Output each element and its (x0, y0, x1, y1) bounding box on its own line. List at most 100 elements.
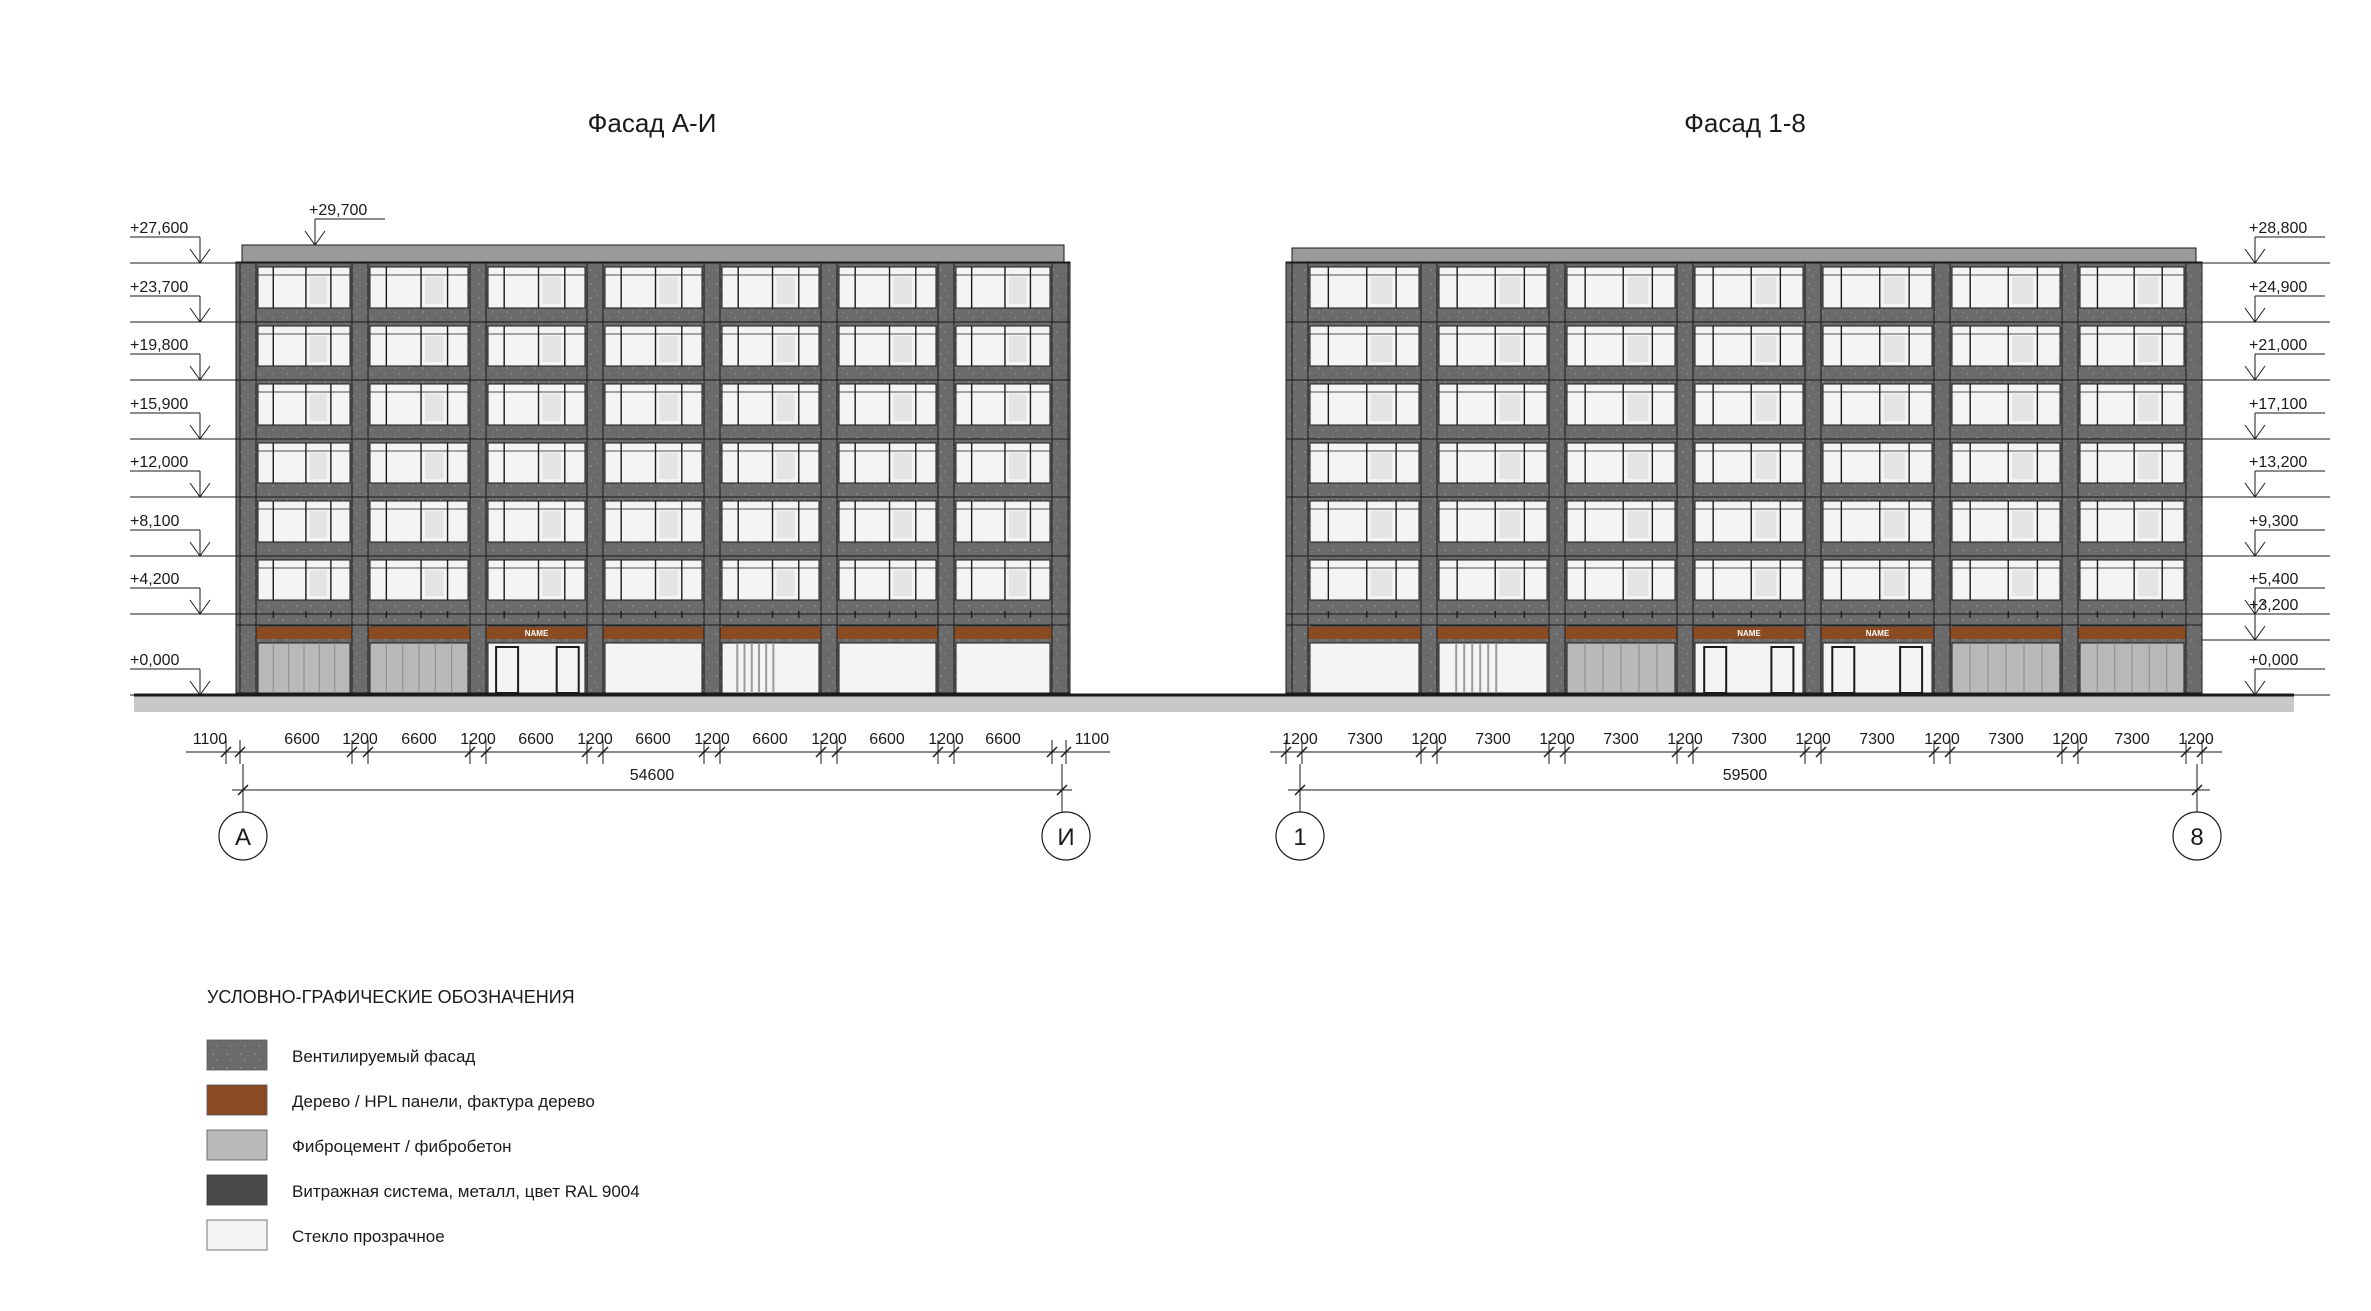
right-pillar (1804, 261, 1822, 694)
right-glass-reflection (2012, 394, 2034, 421)
right-window (1822, 500, 1933, 543)
left-dim-label: 6600 (635, 731, 671, 748)
left-window (838, 325, 937, 367)
overall-dim-left: 54600 (630, 767, 675, 784)
left-dim-label: 6600 (401, 731, 437, 748)
legend-label-ventilated: Вентилируемый фасад (292, 1047, 475, 1066)
level-right-0-label: +28,800 (2249, 220, 2307, 237)
left-glass-reflection (309, 277, 327, 304)
left-window (487, 383, 586, 426)
right-window (1438, 442, 1548, 484)
right-window (1566, 383, 1676, 426)
left-window (838, 383, 937, 426)
right-window (1822, 266, 1933, 309)
left-door (495, 646, 520, 694)
left-glass-reflection (893, 453, 912, 479)
left-glass-reflection (776, 570, 795, 596)
right-window (1694, 383, 1804, 426)
right-dim-label: 7300 (2114, 731, 2150, 748)
level-left-2-label: +23,700 (130, 279, 188, 296)
right-tick-slash (1543, 746, 1555, 758)
left-glass-reflection (542, 453, 561, 479)
left-window (487, 559, 586, 601)
right-glass-reflection (1370, 511, 1393, 538)
left-glass-reflection (659, 511, 678, 538)
right-window (1694, 266, 1804, 309)
level-left-4-label: +15,900 (130, 396, 188, 413)
facade-right-title: Фасад 1-8 (1684, 108, 1806, 138)
left-tick-slash (597, 746, 609, 758)
left-glass-reflection (1008, 511, 1027, 538)
left-window (955, 383, 1051, 426)
right-window (1309, 442, 1420, 484)
left-window (369, 500, 469, 543)
right-pillar (1548, 261, 1566, 694)
left-glass-reflection (542, 394, 561, 421)
right-dim-label: 1200 (1667, 731, 1703, 748)
left-glass-reflection (893, 394, 912, 421)
left-tick-slash (464, 746, 476, 758)
left-window (955, 325, 1051, 367)
left-window (721, 325, 820, 367)
right-window (1309, 500, 1420, 543)
level-markers-right: +28,800+24,900+21,000+17,100+13,200+9,30… (2202, 220, 2330, 696)
level-right-8-label: +0,000 (2249, 652, 2298, 669)
right-shop-glazing (1822, 642, 1933, 694)
left-window (721, 383, 820, 426)
legend-item-ventilated: Вентилируемый фасад (206, 1039, 475, 1071)
right-window (1951, 500, 2061, 543)
right-dim-label: 1200 (1282, 731, 1318, 748)
left-window (838, 442, 937, 484)
left-window (838, 266, 937, 309)
right-wood-canopy (1437, 627, 1549, 639)
left-glass-reflection (1008, 277, 1027, 304)
right-window (1694, 325, 1804, 367)
right-wood-canopy (2078, 627, 2186, 639)
left-dim-label: 1200 (577, 731, 613, 748)
right-dim-label: 7300 (1347, 731, 1383, 748)
left-window (257, 266, 351, 309)
left-window (257, 500, 351, 543)
legend-swatch-ventilated (206, 1039, 268, 1071)
left-pillar (351, 261, 369, 694)
right-dim-label: 7300 (1475, 731, 1511, 748)
left-overall-slash (1056, 784, 1068, 796)
left-window (604, 442, 703, 484)
right-glass-reflection (1370, 336, 1393, 362)
right-glass-reflection (1499, 511, 1521, 538)
level-right-4-label: +13,200 (2249, 454, 2307, 471)
legend-item-wood: Дерево / HPL панели, фактура дерево (206, 1084, 595, 1116)
right-dim-label: 1200 (2052, 731, 2088, 748)
left-glass-reflection (776, 511, 795, 538)
right-window (1438, 559, 1548, 601)
overall-dim-right: 59500 (1723, 767, 1768, 784)
level-right-2-label: +21,000 (2249, 337, 2307, 354)
left-window (955, 500, 1051, 543)
left-pillar (469, 261, 487, 694)
legend-label-wood: Дерево / HPL панели, фактура дерево (292, 1092, 595, 1111)
left-window (721, 442, 820, 484)
right-glass-reflection (1627, 277, 1649, 304)
left-tick-slash (220, 746, 232, 758)
right-glass-reflection (1755, 277, 1777, 304)
level-left-6-label: +8,100 (130, 513, 179, 530)
left-tick-slash (1046, 746, 1058, 758)
right-glass-reflection (1627, 394, 1649, 421)
right-window (1566, 500, 1676, 543)
right-glass-reflection (1627, 336, 1649, 362)
left-tick-slash (581, 746, 593, 758)
legend-label-curtain-wall: Витражная система, металл, цвет RAL 9004 (292, 1182, 640, 1201)
right-wood-canopy (1821, 627, 1934, 639)
right-glass-reflection (1370, 277, 1393, 304)
left-glass-reflection (425, 570, 444, 596)
right-dim-label: 1200 (1795, 731, 1831, 748)
right-window (1309, 325, 1420, 367)
right-dim-label: 7300 (1603, 731, 1639, 748)
right-window (1951, 442, 2061, 484)
right-door (1703, 646, 1728, 694)
level-left-5-label: +12,000 (130, 454, 188, 471)
axis-label-a: А (235, 824, 251, 851)
left-glass-reflection (893, 511, 912, 538)
